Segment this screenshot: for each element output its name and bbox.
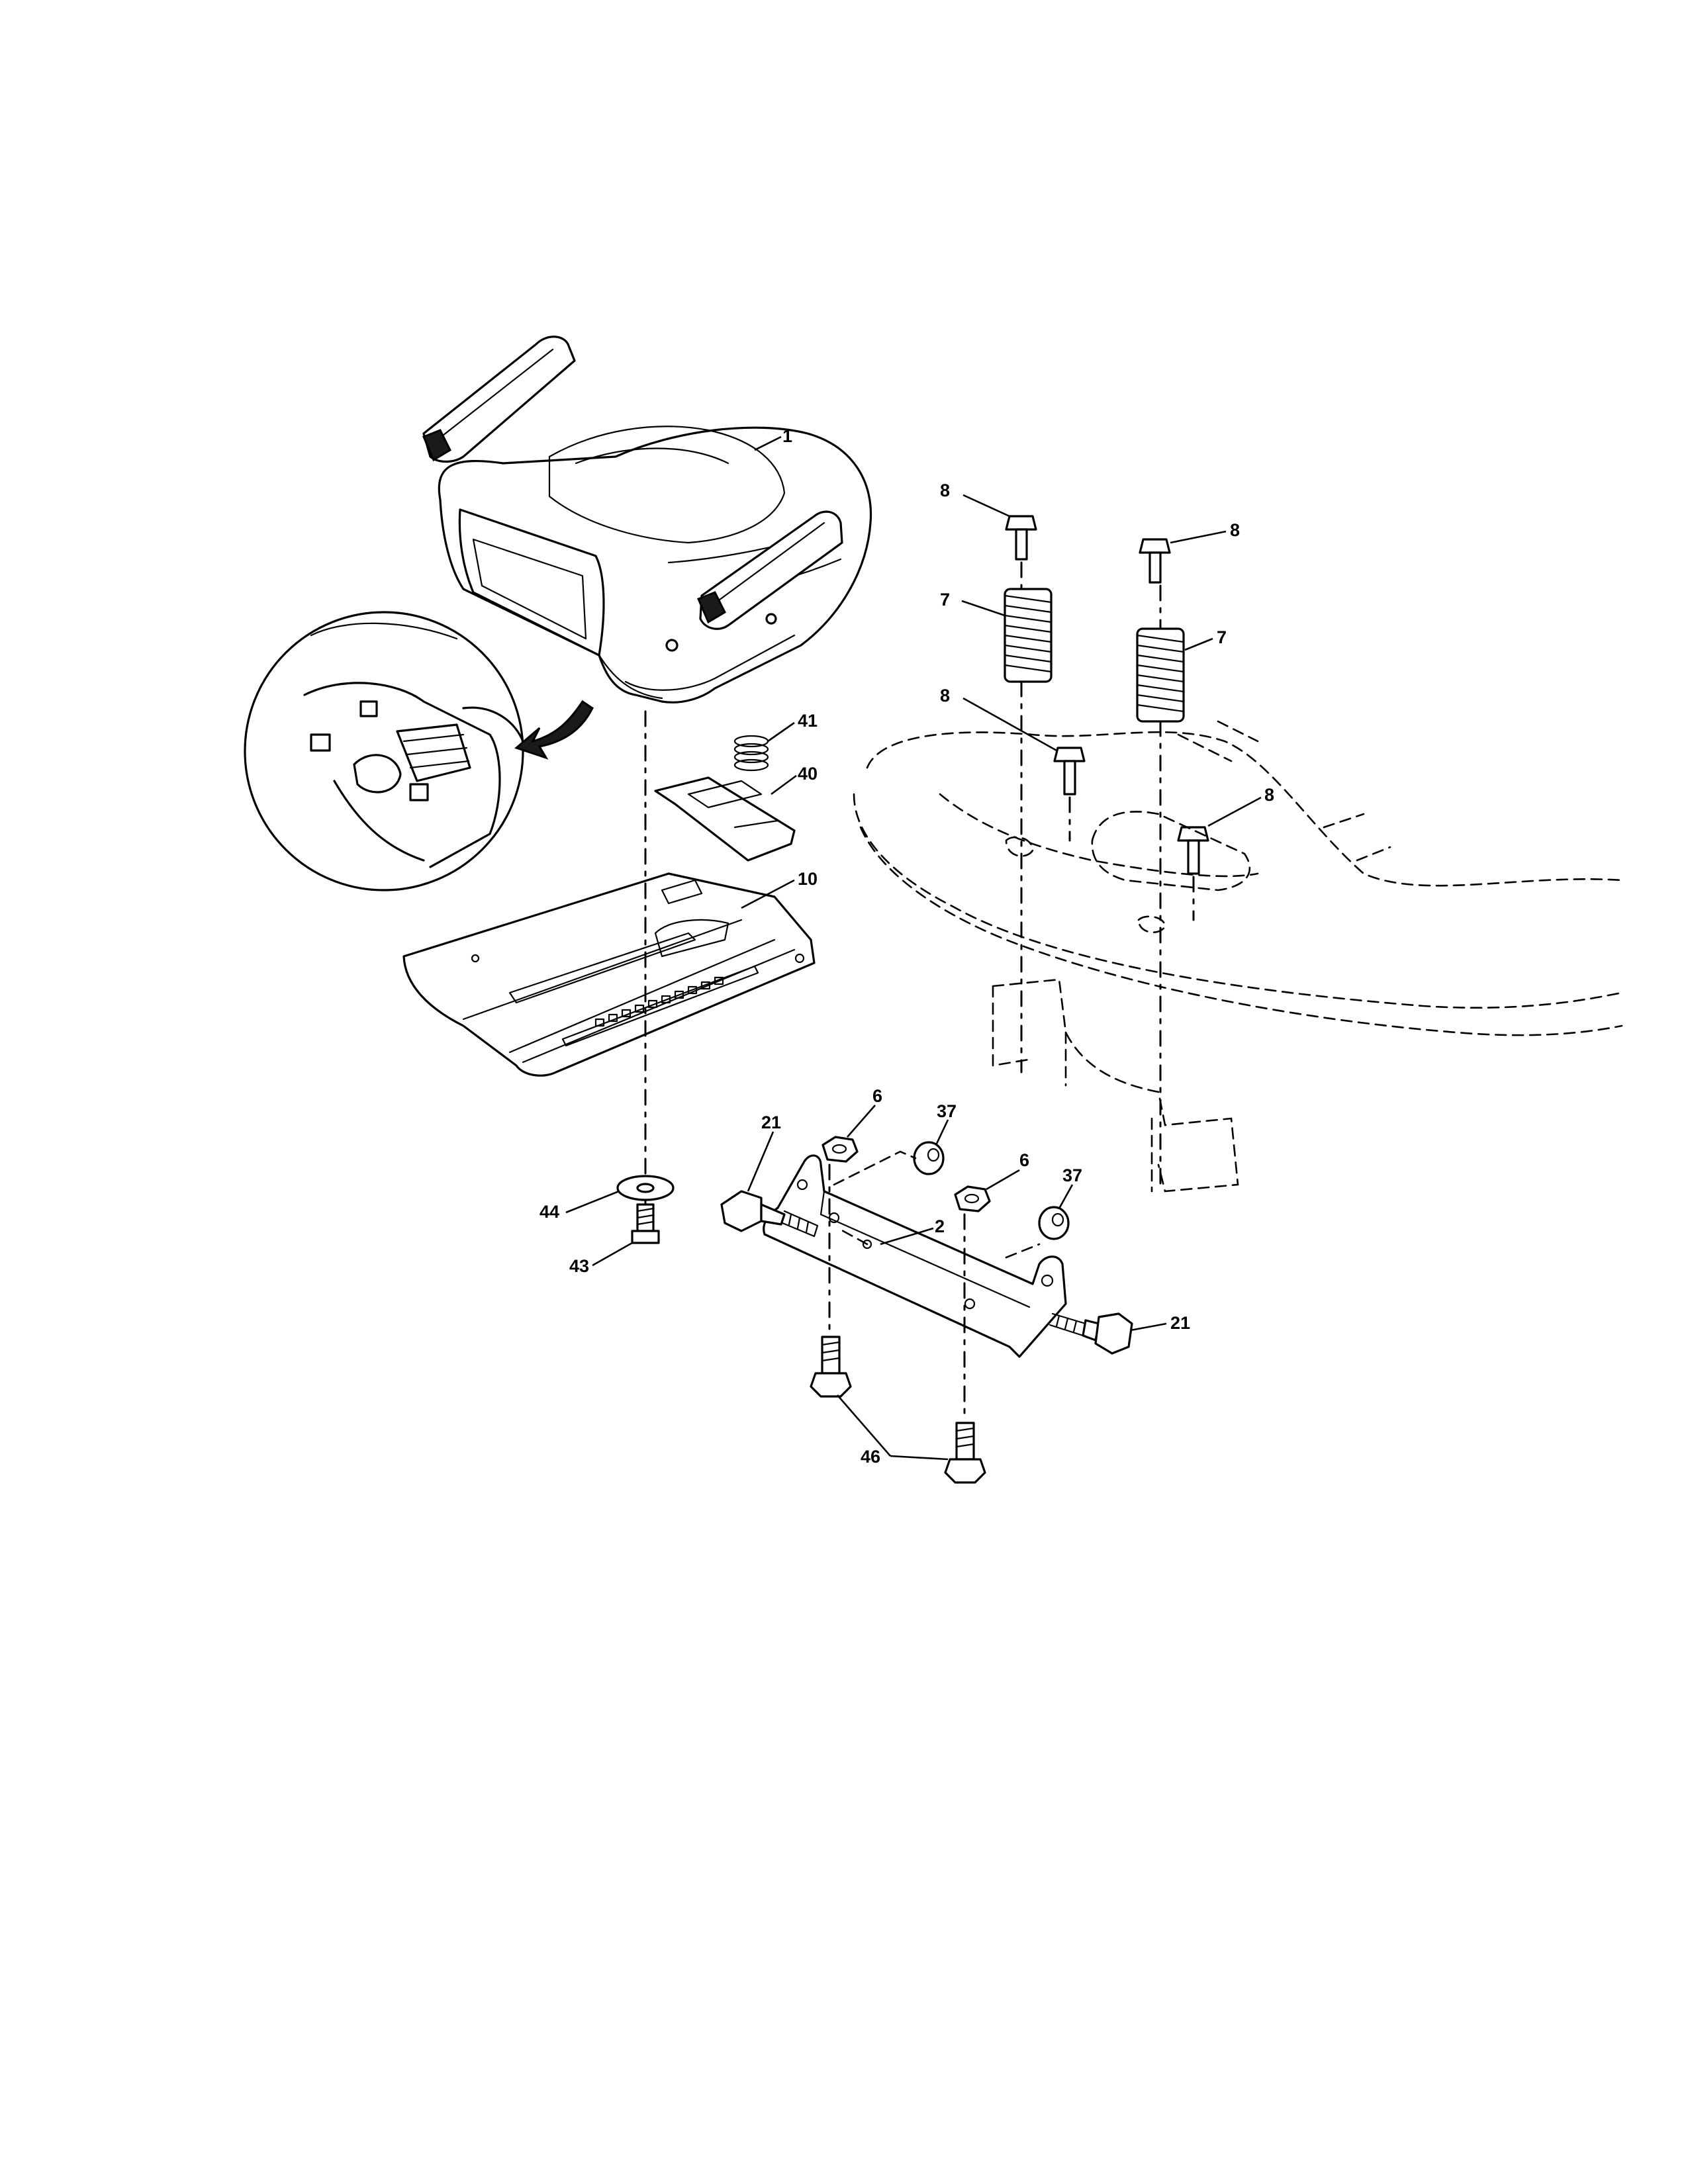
bolt-46-left-part xyxy=(810,1336,852,1398)
callout-bolt-top-right: 8 xyxy=(1230,520,1240,540)
bolt-21-left-part xyxy=(720,1190,819,1238)
callout-bolt-top-left: 8 xyxy=(940,480,950,500)
bolt-lower-left-part xyxy=(1053,747,1086,796)
detail-magnifier xyxy=(244,611,594,891)
callout-bolt-21-left: 21 xyxy=(761,1113,781,1132)
callout-seat: 1 xyxy=(782,426,792,446)
bolt-top-left-part xyxy=(1005,515,1037,561)
bracket-part xyxy=(763,1154,1067,1358)
callout-spacer-b: 37 xyxy=(1062,1165,1082,1185)
switch-plate-part xyxy=(654,776,796,862)
spacer-b-part xyxy=(1038,1206,1070,1240)
washer-part xyxy=(616,1175,675,1201)
spring-left-part xyxy=(1004,588,1053,683)
bolt-21-right-part xyxy=(1049,1312,1133,1355)
callout-spring-left: 7 xyxy=(940,590,950,610)
callout-small-spring: 41 xyxy=(798,711,818,731)
callout-bolt-21-right: 21 xyxy=(1170,1313,1190,1333)
callout-bolt-46: 46 xyxy=(861,1447,880,1467)
callout-screw-43: 43 xyxy=(569,1256,589,1276)
seat-pan-part xyxy=(402,872,816,1077)
spacer-a-part xyxy=(913,1141,945,1175)
callout-switch-plate: 40 xyxy=(798,764,818,784)
callout-seat-pan: 10 xyxy=(798,869,818,889)
screw-43-part xyxy=(631,1203,660,1244)
leader-lines xyxy=(565,435,1262,1461)
assembly-lines xyxy=(644,561,1195,1421)
callout-bolt-lower-left: 8 xyxy=(940,686,950,705)
bolt-top-right-part xyxy=(1139,538,1171,584)
small-spring-part xyxy=(733,735,769,772)
bolt-46-right-part xyxy=(944,1422,986,1484)
callout-washer-44: 44 xyxy=(539,1202,559,1222)
callout-bolt-lower-right: 8 xyxy=(1264,785,1274,805)
seat-part xyxy=(422,336,872,704)
callout-nut-a: 6 xyxy=(872,1086,882,1106)
callout-spring-right: 7 xyxy=(1217,627,1227,647)
callout-labels: 1 8 8 7 7 8 8 41 40 10 21 6 37 6 37 2 21… xyxy=(539,426,1274,1467)
nut-b-part xyxy=(954,1185,991,1212)
callout-bracket: 2 xyxy=(935,1216,945,1236)
nut-a-part xyxy=(821,1136,859,1163)
callout-nut-b: 6 xyxy=(1019,1150,1029,1170)
fender-outline xyxy=(853,720,1623,1193)
bolt-lower-right-part xyxy=(1177,826,1209,875)
spring-right-part xyxy=(1136,627,1185,723)
callout-spacer-a: 37 xyxy=(937,1101,957,1121)
